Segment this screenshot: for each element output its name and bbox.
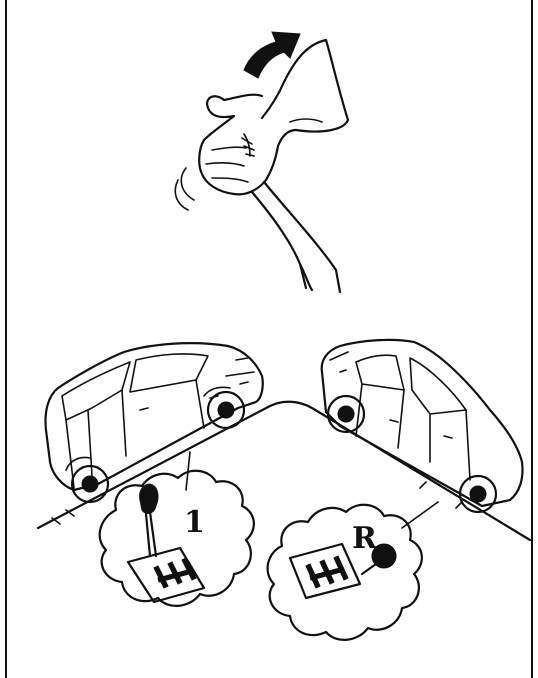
first-gear-label: 1 (184, 505, 205, 540)
car-windows (356, 355, 466, 414)
hill-road (38, 402, 530, 540)
gear-knob-icon (140, 484, 158, 513)
reverse-gear-callout: R (268, 502, 438, 640)
first-gear-callout: 1 (100, 452, 254, 606)
pull-arrow-icon (244, 32, 300, 78)
brake-lever (252, 182, 340, 292)
reverse-gear-label: R (352, 521, 378, 556)
car-windows (62, 354, 208, 420)
thumb (207, 95, 262, 117)
parking-brake-illustration (175, 32, 348, 292)
uphill-car (46, 343, 263, 502)
callout-cloud (100, 471, 254, 606)
motion-lines (175, 168, 194, 210)
